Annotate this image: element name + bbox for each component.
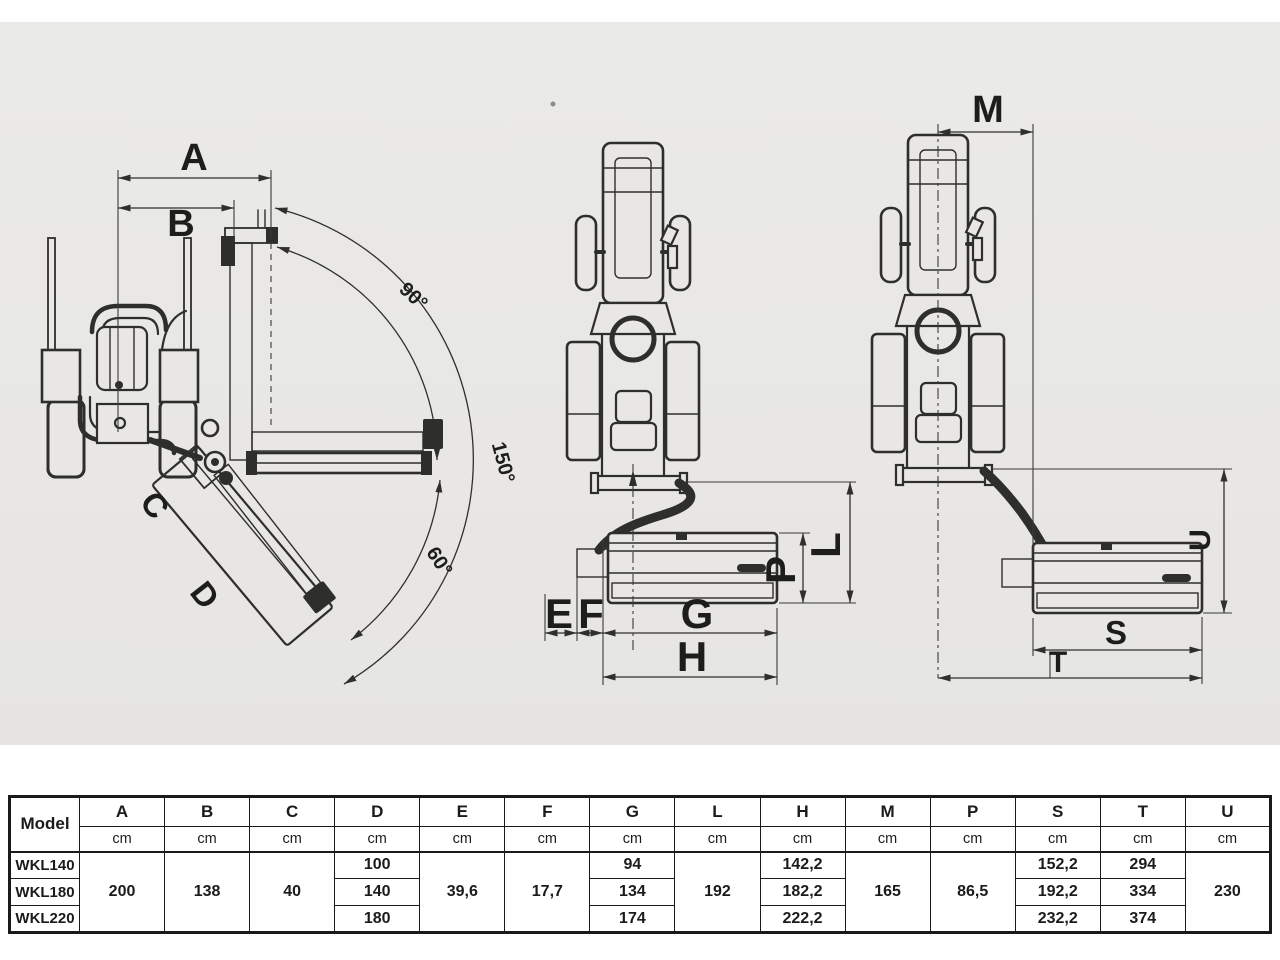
col-header-L: L (674, 796, 761, 827)
dim-a: A (118, 137, 271, 182)
row-model-WKL140: WKL140 (9, 851, 80, 879)
flail-mower-dimension-diagram: A B 90° 150° 60° C D (40, 89, 1232, 685)
row-model-WKL180: WKL180 (9, 878, 80, 906)
cell-C: 40 (249, 851, 336, 933)
dim-label-f: F (578, 590, 604, 637)
arc-150 (274, 207, 474, 685)
dim-label-g: G (681, 590, 714, 637)
cell-L: 192 (674, 851, 761, 933)
col-header-B: B (164, 796, 251, 827)
row-model-WKL220: WKL220 (9, 905, 80, 933)
dim-label-u: U (1184, 529, 1217, 551)
unit-P: cm (929, 826, 1016, 853)
col-header-D: D (334, 796, 421, 827)
dim-b: B (118, 203, 234, 245)
dimensions-top-middle: E F G H P L (544, 464, 856, 685)
cell-D-WKL180: 140 (334, 878, 421, 906)
boom-horizontal (251, 431, 424, 452)
cell-A: 200 (78, 851, 166, 933)
deck-top-middle (575, 531, 779, 605)
articulated-arm-right (979, 466, 1052, 558)
cell-G-WKL140: 94 (589, 851, 676, 879)
tractor-rear (40, 237, 220, 479)
dim-label-d: D (183, 574, 227, 616)
cell-H-WKL180: 182,2 (759, 878, 846, 906)
cell-G-WKL220: 174 (589, 905, 676, 933)
cell-T-WKL180: 334 (1099, 878, 1186, 906)
dimensions-top-right: M U S T (937, 89, 1232, 684)
view-top-offset-position: M U S T (872, 89, 1232, 684)
arc-90 (276, 246, 441, 461)
cell-H-WKL220: 222,2 (759, 905, 846, 933)
col-header-A: A (78, 796, 166, 827)
cell-E: 39,6 (419, 851, 506, 933)
unit-C: cm (249, 826, 336, 853)
dim-label-s: S (1105, 614, 1127, 651)
cell-S-WKL180: 192,2 (1014, 878, 1101, 906)
col-header-S: S (1014, 796, 1101, 827)
cell-T-WKL140: 294 (1099, 851, 1186, 879)
cell-U: 230 (1184, 851, 1272, 933)
cell-G-WKL180: 134 (589, 878, 676, 906)
cell-H-WKL140: 142,2 (759, 851, 846, 879)
unit-A: cm (78, 826, 166, 853)
arc-60 (350, 479, 443, 641)
unit-U: cm (1184, 826, 1272, 853)
cell-F: 17,7 (504, 851, 591, 933)
cell-S-WKL220: 232,2 (1014, 905, 1101, 933)
dim-label-t: T (1049, 646, 1067, 679)
cell-M: 165 (844, 851, 931, 933)
dim-label-p: P (757, 556, 804, 584)
col-header-U: U (1184, 796, 1272, 827)
cell-D-WKL220: 180 (334, 905, 421, 933)
cell-P: 86,5 (929, 851, 1016, 933)
unit-B: cm (164, 826, 251, 853)
tractor-top-middle (567, 143, 699, 493)
cell-D-WKL140: 100 (334, 851, 421, 879)
dim-label-b: B (167, 203, 194, 245)
col-header-M: M (844, 796, 931, 827)
col-header-P: P (929, 796, 1016, 827)
angle-label-150: 150° (487, 440, 519, 486)
unit-M: cm (844, 826, 931, 853)
unit-H: cm (759, 826, 846, 853)
dim-label-h: H (677, 633, 707, 680)
model-header: Model (9, 796, 80, 853)
col-header-T: T (1099, 796, 1186, 827)
view-rear-folding-positions: A B 90° 150° 60° C D (40, 137, 519, 685)
dim-label-e: E (545, 590, 573, 637)
dim-label-m: M (972, 89, 1004, 131)
unit-L: cm (674, 826, 761, 853)
col-header-F: F (504, 796, 591, 827)
view-top-working-position: E F G H P L (544, 143, 856, 685)
cell-T-WKL220: 374 (1099, 905, 1186, 933)
mast-vertical (229, 242, 253, 461)
dim-label-l: L (802, 532, 849, 558)
unit-G: cm (589, 826, 676, 853)
col-header-E: E (419, 796, 506, 827)
unit-D: cm (334, 826, 421, 853)
unit-F: cm (504, 826, 591, 853)
angle-label-90: 90° (395, 278, 432, 315)
dim-label-c: C (133, 484, 177, 526)
deck-angled-outline (152, 443, 333, 646)
angle-label-60: 60° (422, 543, 457, 580)
dim-label-a: A (180, 137, 207, 179)
unit-S: cm (1014, 826, 1101, 853)
cell-B: 138 (164, 851, 251, 933)
scan-speck (550, 101, 556, 107)
col-header-G: G (589, 796, 676, 827)
unit-E: cm (419, 826, 506, 853)
col-header-H: H (759, 796, 846, 827)
deck-top-right (1000, 541, 1204, 615)
unit-T: cm (1099, 826, 1186, 853)
col-header-C: C (249, 796, 336, 827)
cell-S-WKL140: 152,2 (1014, 851, 1101, 879)
